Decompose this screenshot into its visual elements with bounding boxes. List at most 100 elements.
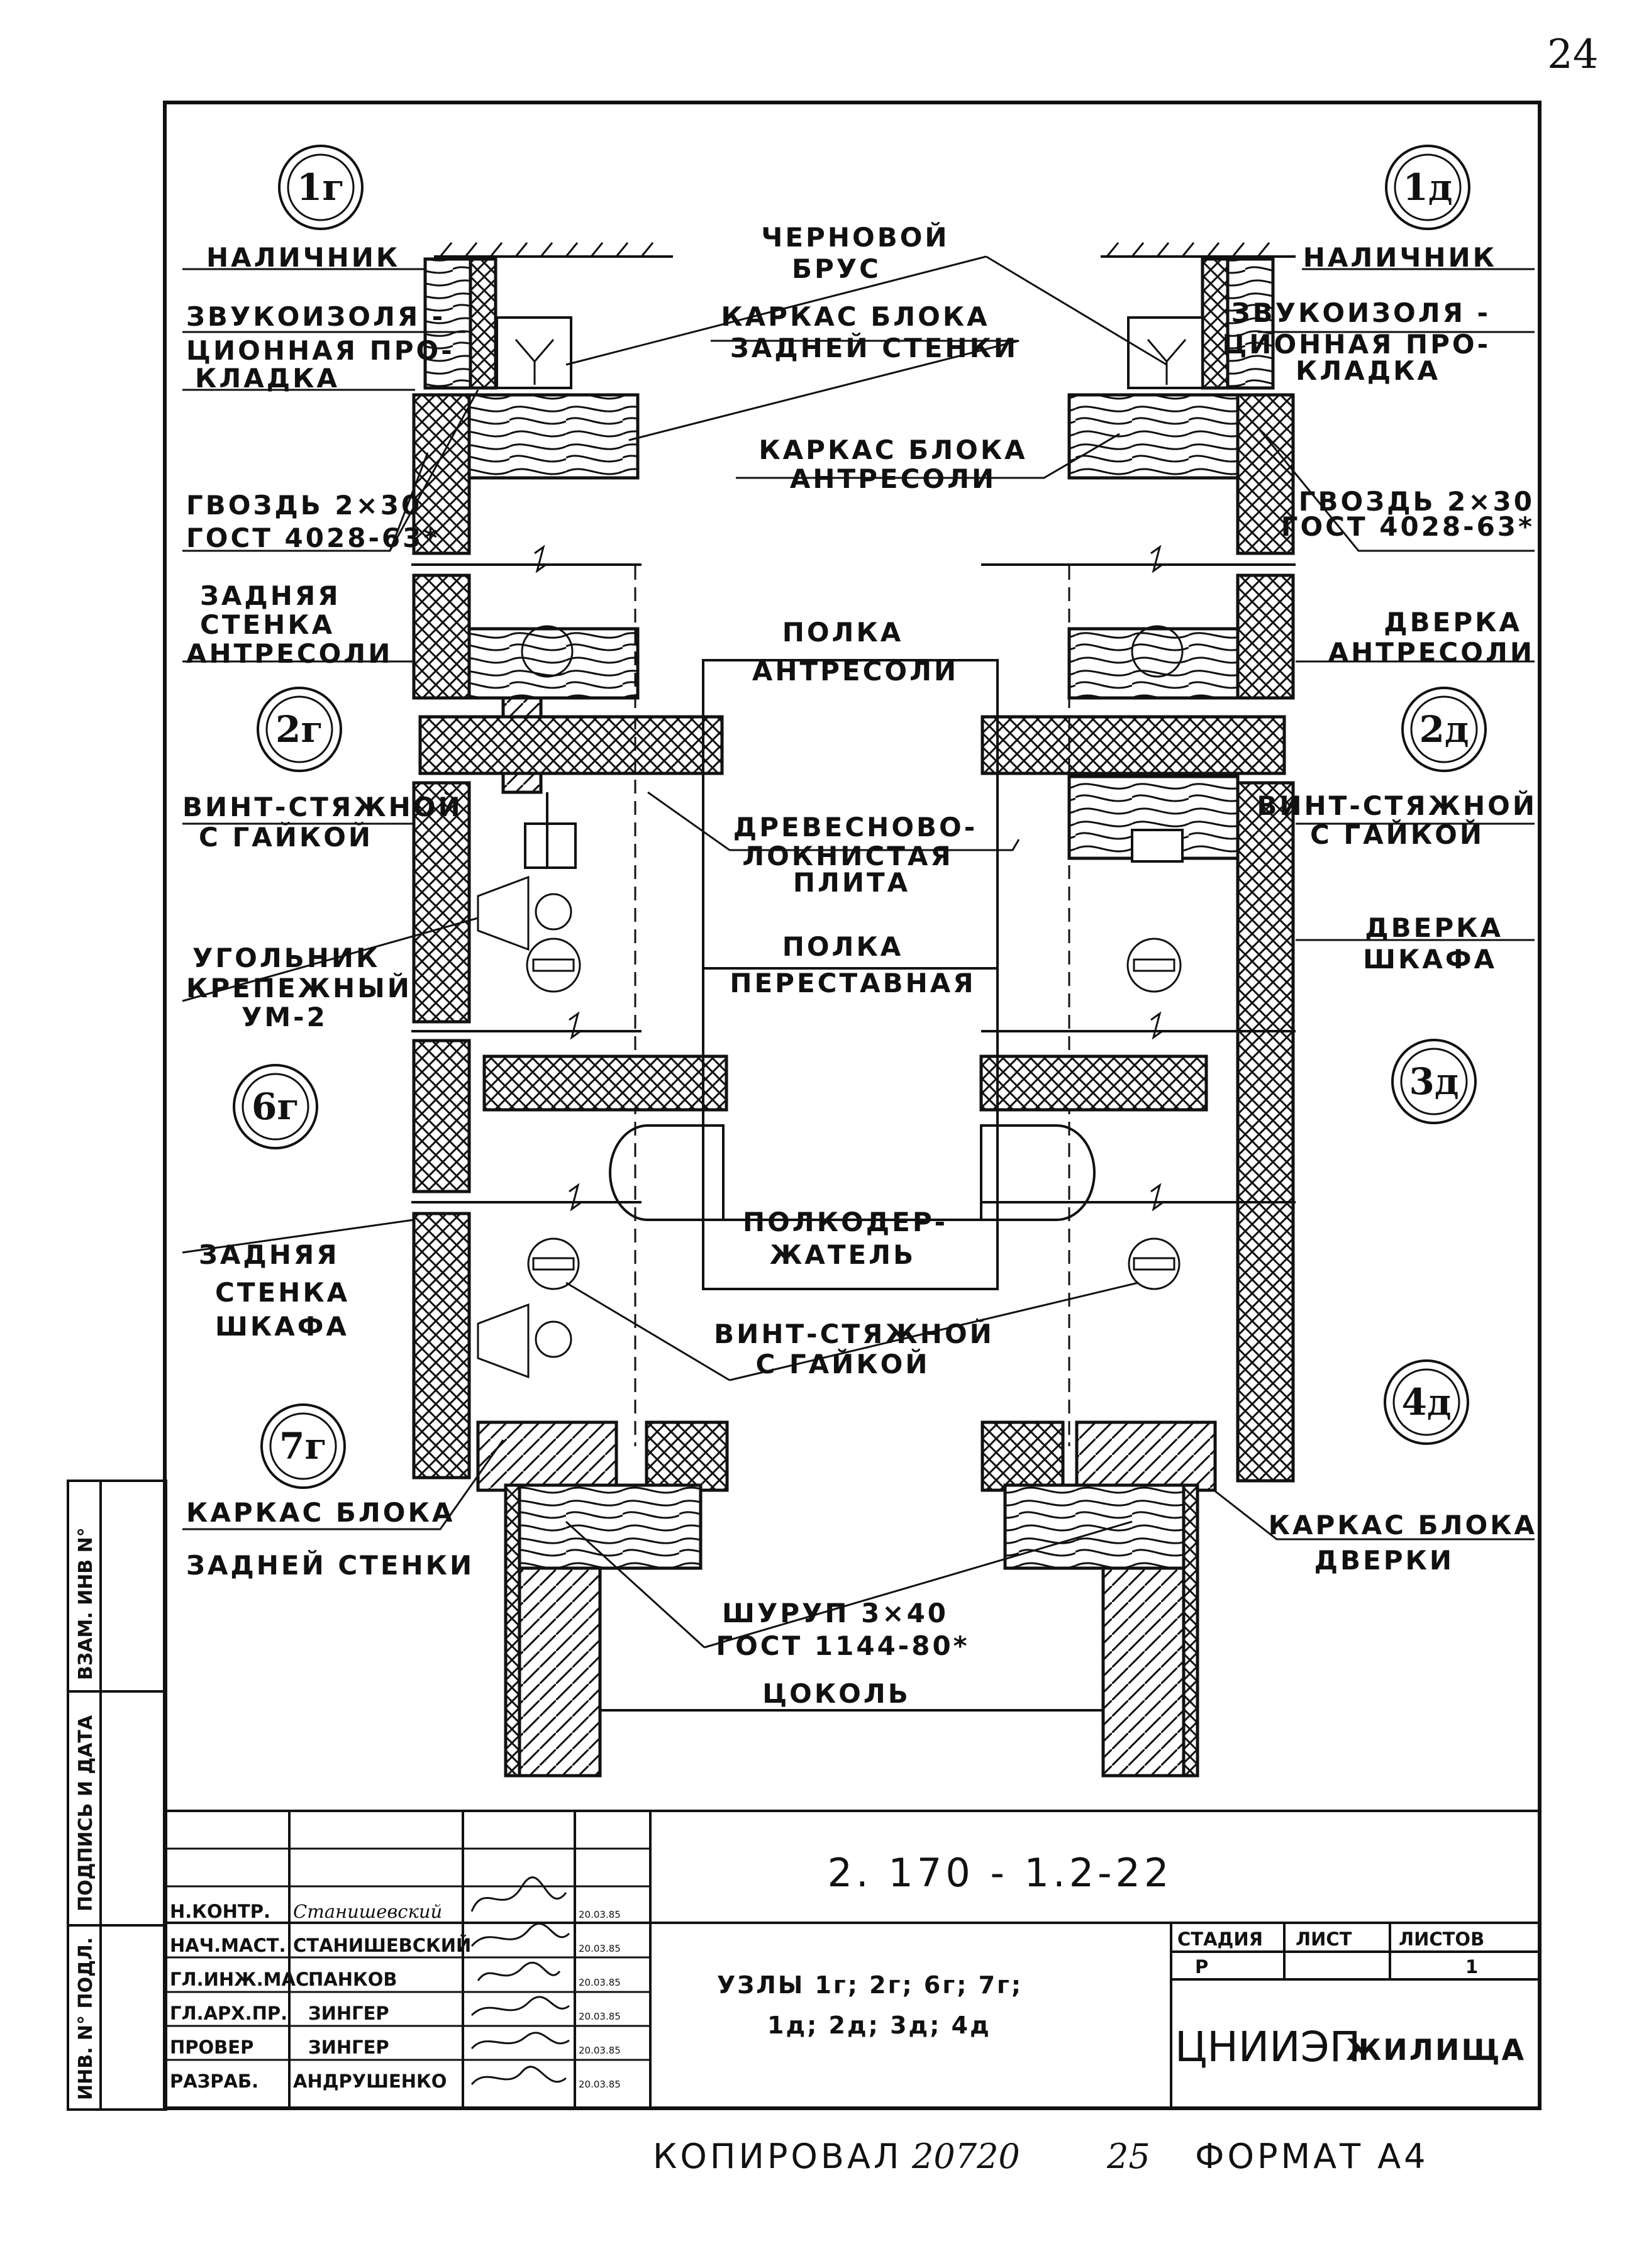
signature-5: [470, 2066, 567, 2085]
bottom-frame-left: [476, 1420, 618, 1492]
nail-left: [514, 339, 555, 385]
label-door-frame-1-right: КАРКАС БЛОКА: [1269, 1510, 1537, 1541]
node-2g: 2г: [257, 687, 342, 772]
cabinet-back-lower-left: [412, 1212, 471, 1480]
label-cab-door-2-right: ШКАФА: [1363, 944, 1497, 975]
plinth-post-right: [1101, 1566, 1186, 1778]
svg-text:6г: 6г: [252, 1085, 299, 1128]
label-mezz-door-2-right: АНТРЕСОЛИ: [1328, 637, 1535, 668]
ceiling-hatch-right: [1106, 242, 1270, 257]
label-mezz-back-1-left: ЗАДНЯЯ: [200, 580, 341, 611]
screw-head-1-right: [1131, 625, 1184, 678]
label-trim-right: НАЛИЧНИК: [1303, 242, 1497, 273]
label-wood-screw-2: ГОСТ 1144-80*: [716, 1630, 969, 1661]
tb-date-5: 20.03.85: [579, 2079, 621, 2090]
label-cab-back-2-left: СТЕНКА: [215, 1277, 350, 1308]
center-outlines: [600, 659, 1103, 1712]
sheet-header: ЛИСТ: [1296, 1928, 1352, 1950]
stage-value: Р: [1195, 1956, 1208, 1978]
label-nail-2-right: ГОСТ 4028-63*: [1281, 511, 1535, 542]
label-nail-2-left: ГОСТ 4028-63*: [186, 523, 440, 553]
left-labels: НАЛИЧНИК ЗВУКОИЗОЛЯ - ЦИОННАЯ ПРО- КЛАДК…: [182, 242, 472, 1581]
signature-4: [470, 2032, 570, 2050]
label-fiberboard-3: ПЛИТА: [793, 867, 910, 898]
side-stamp: ИНВ. N° ПОДЛ. ПОДПИСЬ И ДАТА ВЗАМ. ИНВ N…: [67, 1480, 167, 2111]
label-screw-1-center: ВИНТ-СТЯЖНОЙ: [714, 1318, 994, 1349]
label-back-block-1: КАРКАС БЛОКА: [721, 301, 989, 332]
break-mark-1-left: [534, 545, 547, 573]
nut-right: [1131, 829, 1184, 863]
plinth-frame-right: [1003, 1483, 1191, 1570]
break-mark-2-left: [569, 1011, 581, 1040]
tb-date-1: 20.03.85: [579, 1943, 621, 1954]
tb-date-2: 20.03.85: [579, 1977, 621, 1988]
mezz-back-frame-left: [467, 393, 640, 480]
label-cab-back-1-left: ЗАДНЯЯ: [199, 1239, 340, 1270]
movable-shelf-left: [482, 1054, 728, 1112]
plinth-facing-left: [504, 1483, 521, 1778]
label-mezz-back-2-left: СТЕНКА: [200, 609, 335, 640]
shelf-holder-right: [980, 1124, 1096, 1221]
label-mezz-door-1-right: ДВЕРКА: [1384, 607, 1522, 638]
break-mark-2-right: [1150, 1011, 1163, 1040]
plinth-post-left: [518, 1566, 602, 1778]
label-nail-1-right: ГВОЗДЬ 2×30: [1299, 486, 1535, 517]
label-insulation-2-right: ЦИОННАЯ ПРО-: [1222, 329, 1491, 360]
tb-name-5: АНДРУШЕНКО: [293, 2071, 447, 2092]
footer-copy-code: 20720: [911, 2137, 1020, 2176]
node-markers: 1г 1д 2г 2д 6г 3д 7г 4д: [233, 145, 1487, 1489]
label-bracket-3-left: УМ-2: [242, 1002, 328, 1032]
label-cab-door-1-right: ДВЕРКА: [1365, 912, 1503, 943]
screw-slot-3-right: [1133, 1257, 1175, 1271]
label-wood-screw-1: ШУРУП 3×40: [722, 1598, 948, 1629]
svg-text:3д: 3д: [1409, 1060, 1458, 1103]
tb-role-1: НАЧ.МАСТ.: [170, 1935, 286, 1956]
bottom-frame-right: [1075, 1420, 1217, 1492]
tb-date-0: 20.03.85: [579, 1909, 621, 1920]
screw-head-3-left: [527, 1237, 580, 1290]
footer-copy-num: 25: [1106, 2137, 1150, 2176]
label-insulation-3-left: КЛАДКА: [195, 363, 340, 394]
screw-head-1-left: [521, 625, 574, 678]
title-block: 2. 170 - 1.2-22 Н.КОНТР. Станишевский 20…: [166, 1810, 1540, 2108]
label-bracket-1-left: УГОЛЬНИК: [192, 943, 380, 973]
label-back-frame-1-left: КАРКАС БЛОКА: [186, 1497, 455, 1528]
tb-name-1: СТАНИШЕВСКИЙ: [293, 1935, 471, 1956]
label-mezz-shelf-1: ПОЛКА: [782, 617, 904, 648]
ceiling-hatch-left: [439, 242, 654, 257]
cabinet-door-right: [1236, 781, 1295, 1483]
label-nail-1-left: ГВОЗДЬ 2×30: [186, 490, 422, 521]
mezz-door-frame-right: [1067, 627, 1240, 700]
label-screw-1-left: ВИНТ-СТЯЖНОЙ: [182, 791, 463, 822]
tb-role-4: ПРОВЕР: [170, 2037, 253, 2058]
break-mark-3-right: [1150, 1183, 1163, 1212]
mezz-frame-right: [1067, 393, 1240, 480]
node-2d: 2д: [1401, 687, 1487, 772]
plinth-facing-right: [1182, 1483, 1199, 1778]
screw-slot-2-left: [532, 958, 575, 972]
node-1g: 1г: [278, 145, 364, 230]
label-fiberboard-1: ДРЕВЕСНОВО-: [733, 812, 977, 843]
stamp-inv-original: ИНВ. N° ПОДЛ.: [75, 1937, 97, 2100]
screw-slot-2-right: [1133, 958, 1175, 972]
trim-right: [1226, 257, 1275, 390]
shelf-strip-2-left: [501, 772, 543, 794]
label-mezz-back-3-left: АНТРЕСОЛИ: [186, 638, 392, 669]
sheet-number: 24: [1547, 31, 1598, 78]
plinth-frame-left: [515, 1483, 703, 1570]
doc-code: 2. 170 - 1.2-22: [828, 1850, 1173, 1896]
tb-role-3: ГЛ.АРХ.ПР.: [170, 2003, 287, 2024]
insulation-left: [469, 257, 497, 390]
label-screw-1-right: ВИНТ-СТЯЖНОЙ: [1257, 790, 1537, 821]
label-movable-shelf-2: ПЕРЕСТАВНАЯ: [730, 968, 975, 998]
footer: КОПИРОВАЛ 20720 25 ФОРМАТ А4: [653, 2137, 1426, 2176]
stamp-signature-date: ПОДПИСЬ И ДАТА: [75, 1715, 97, 1911]
signature-2: [477, 1962, 561, 1981]
label-insulation-2-left: ЦИОННАЯ ПРО-: [186, 335, 455, 366]
shelf-strip-1-left: [501, 696, 543, 719]
leader-lines: [182, 255, 1535, 1649]
mezz-shelf-left: [418, 715, 724, 775]
screw-head-3-right: [1128, 1237, 1181, 1290]
right-assembly: [979, 242, 1296, 1778]
shelf-holder-left: [609, 1124, 725, 1221]
